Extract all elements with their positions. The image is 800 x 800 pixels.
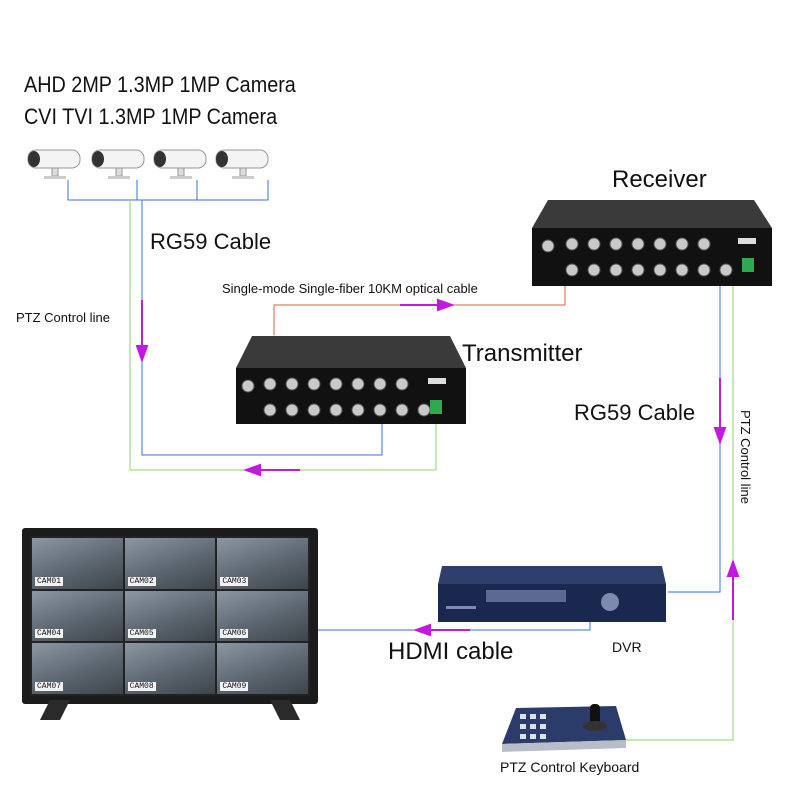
arrow-down-right xyxy=(713,427,727,445)
rg59-dvr-line xyxy=(668,283,721,593)
arrow-left-ptz xyxy=(243,463,261,477)
camera-tile: CAM04 xyxy=(32,590,123,642)
bullet-camera-3-icon xyxy=(148,146,212,180)
camera-bus-line xyxy=(67,180,269,201)
ptz-control-line-label-right: PTZ Control line xyxy=(738,410,753,504)
monitor-stand xyxy=(40,700,300,720)
tile-label: CAM04 xyxy=(35,629,64,639)
tile-label: CAM08 xyxy=(127,682,156,691)
receiver-label: Receiver xyxy=(612,166,707,193)
bullet-camera-1-icon xyxy=(22,146,86,180)
optical-cable-label: Single-mode Single-fiber 10KM optical ca… xyxy=(222,281,478,296)
tile-label: CAM01 xyxy=(35,576,64,586)
hdmi-cable-label: HDMI cable xyxy=(388,638,514,665)
camera-tile: CAM07 xyxy=(32,643,123,694)
camera-title-line1: AHD 2MP 1.3MP 1MP Camera xyxy=(24,72,296,97)
camera-tile: CAM02 xyxy=(124,538,216,589)
ptz-control-line-label-left: PTZ Control line xyxy=(16,310,110,325)
transmitter-device xyxy=(232,334,468,426)
arrow-up-ptz xyxy=(726,559,740,577)
camera-tile: CAM09 xyxy=(217,643,308,694)
tile-label: CAM03 xyxy=(220,576,249,586)
dvr-label: DVR xyxy=(612,639,642,655)
ptz-control-keyboard-label: PTZ Control Keyboard xyxy=(500,759,640,775)
tile-label: CAM06 xyxy=(220,629,249,639)
rg59-cable-label-top: RG59 Cable xyxy=(150,229,272,254)
arrow-down-left xyxy=(135,345,149,363)
arrow-left-hdmi xyxy=(413,623,431,637)
tile-label: CAM05 xyxy=(127,629,156,639)
tile-label: CAM02 xyxy=(127,576,156,586)
rg59-cable-label-right: RG59 Cable xyxy=(574,400,696,425)
ptz-control-keyboard-device xyxy=(498,700,628,756)
monitor-screen: CAM01 CAM02 CAM03 CAM04 CAM05 CAM06 CAM0… xyxy=(30,536,310,696)
bullet-camera-4-icon xyxy=(210,146,274,180)
camera-tile: CAM03 xyxy=(217,538,308,589)
camera-tile: CAM05 xyxy=(124,590,216,642)
camera-tile: CAM08 xyxy=(124,643,216,694)
camera-tile: CAM01 xyxy=(32,538,123,589)
arrow-right-optical xyxy=(437,298,455,312)
transmitter-label: Transmitter xyxy=(462,340,583,367)
receiver-device xyxy=(528,198,774,290)
bullet-camera-2-icon xyxy=(86,146,150,180)
tile-label: CAM09 xyxy=(220,682,249,691)
tile-label: CAM07 xyxy=(35,682,64,691)
ptz-line-right xyxy=(610,283,734,741)
camera-title-line2: CVI TVI 1.3MP 1MP Camera xyxy=(24,104,278,129)
dvr-device xyxy=(436,562,668,628)
camera-tile: CAM06 xyxy=(217,590,308,642)
monitor-display: CAM01 CAM02 CAM03 CAM04 CAM05 CAM06 CAM0… xyxy=(22,528,318,724)
